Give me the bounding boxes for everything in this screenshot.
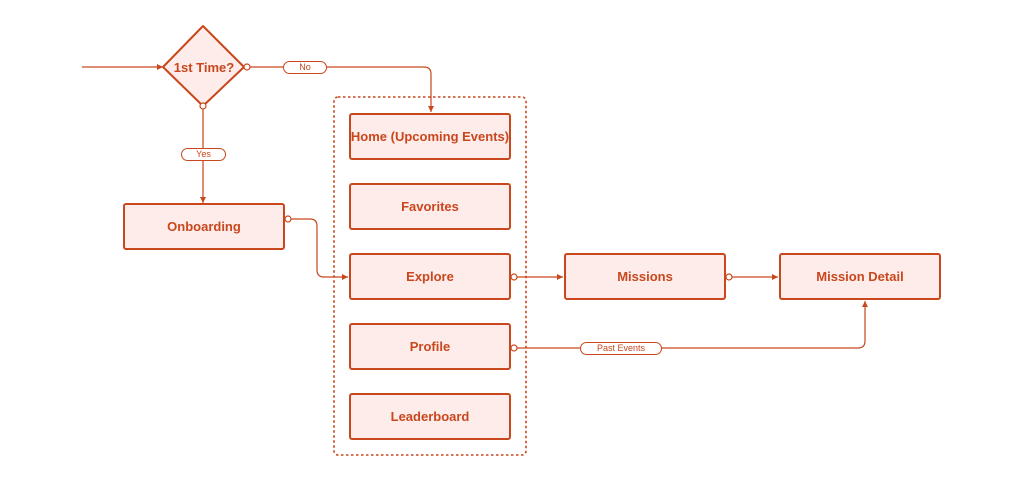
- node-leaderboard: Leaderboard: [349, 393, 511, 440]
- port-circle: [510, 344, 518, 352]
- node-explore: Explore: [349, 253, 511, 300]
- node-profile: Profile: [349, 323, 511, 370]
- node-home: Home (Upcoming Events): [349, 113, 511, 160]
- port-circle: [284, 215, 292, 223]
- node-mission-detail: Mission Detail: [779, 253, 941, 300]
- port-circle: [510, 273, 518, 281]
- decision-label: 1st Time?: [173, 59, 235, 75]
- node-favorites: Favorites: [349, 183, 511, 230]
- port-circle: [725, 273, 733, 281]
- nav-group-container: [333, 96, 527, 456]
- port-circle: [243, 63, 251, 71]
- node-missions: Missions: [564, 253, 726, 300]
- port-circle: [199, 102, 207, 110]
- branch-label-past-events: Past Events: [580, 342, 662, 355]
- profile-detail-connector: [514, 301, 868, 349]
- branch-label-yes: Yes: [181, 148, 226, 161]
- no-connector: [247, 66, 434, 112]
- node-onboarding: Onboarding: [123, 203, 285, 250]
- branch-label-no: No: [283, 61, 327, 74]
- onboarding-explore-connector: [288, 218, 348, 280]
